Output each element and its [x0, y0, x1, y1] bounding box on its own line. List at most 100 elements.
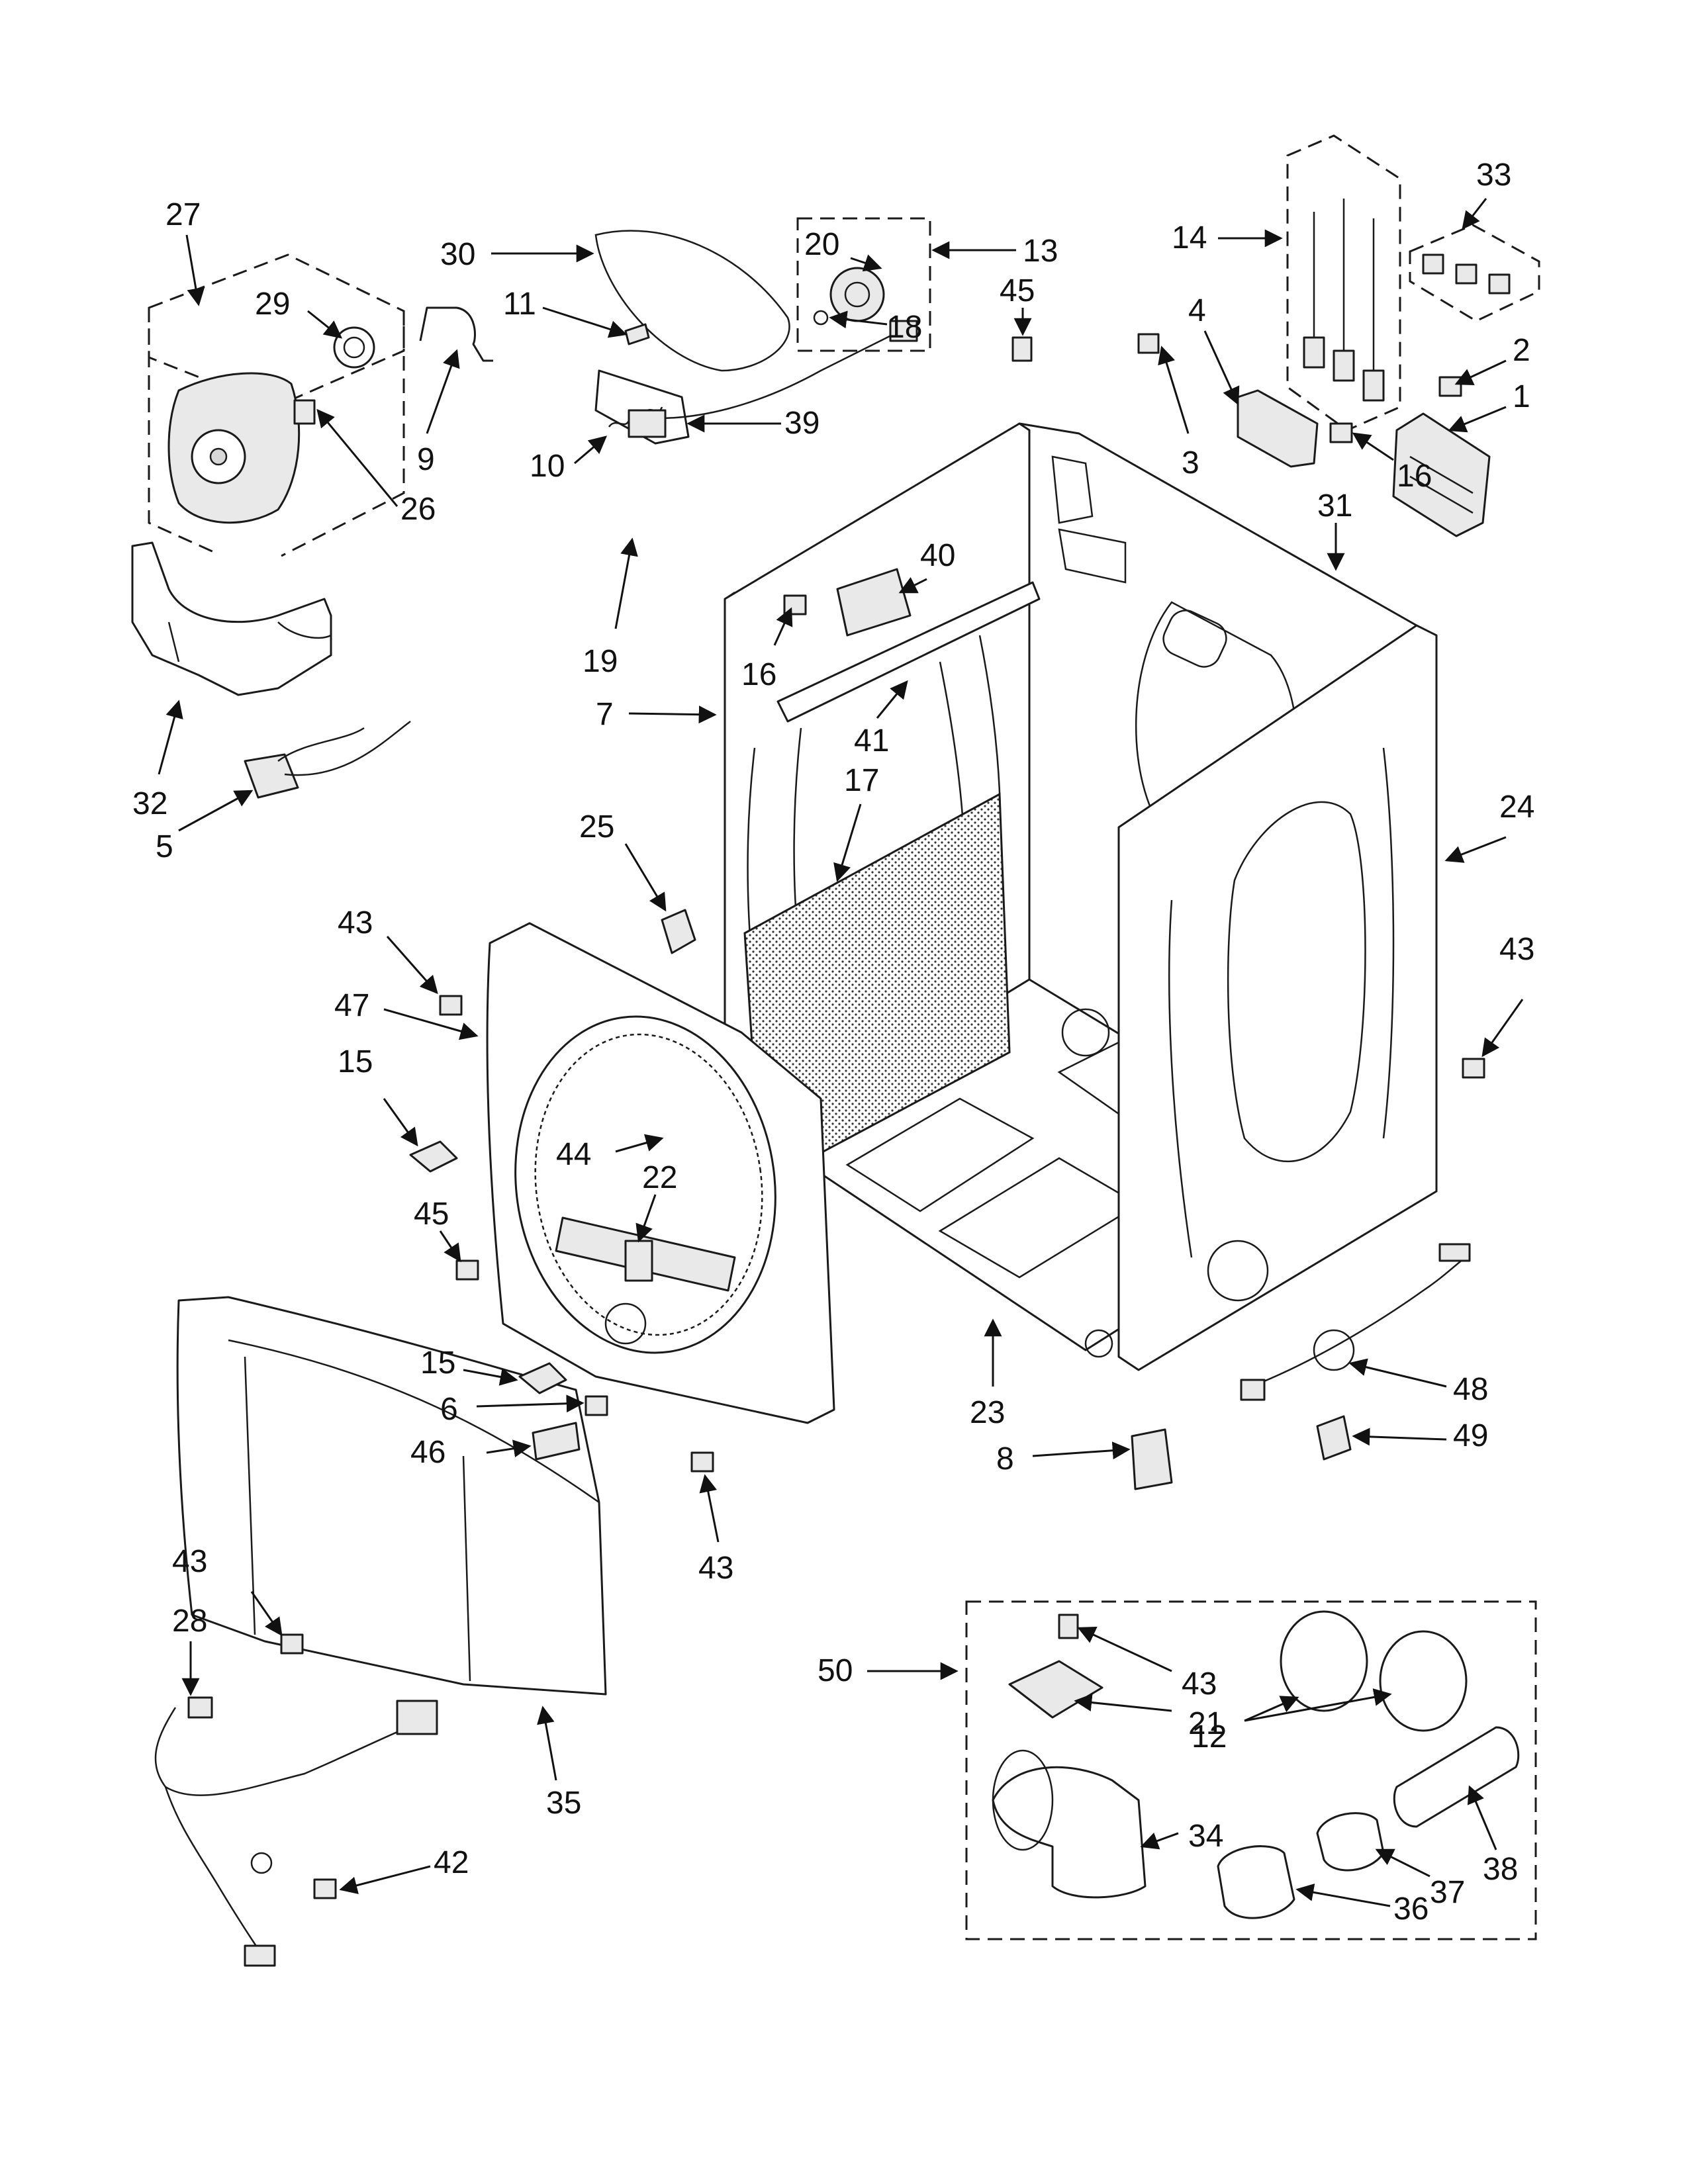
screw-6 — [585, 1395, 608, 1416]
callout-5: 5 — [156, 829, 173, 864]
callout-21: 21 — [1188, 1706, 1223, 1741]
motor-bearing-29 — [333, 326, 375, 369]
callout-41: 41 — [854, 723, 889, 758]
clip-49 — [1316, 1415, 1352, 1461]
callout-12: 12 — [1192, 1719, 1227, 1754]
leader-1 — [1448, 406, 1507, 433]
callout-18: 18 — [887, 310, 922, 345]
leader-9 — [426, 349, 460, 434]
vent-clamp-36 — [1217, 1845, 1295, 1919]
leader-34 — [1140, 1832, 1179, 1850]
cabinet-top-rail — [724, 422, 1030, 600]
console-dividers — [244, 1356, 471, 1682]
callout-36: 36 — [1393, 1891, 1429, 1927]
clip-15-upper — [409, 1140, 458, 1173]
callout-40: 40 — [920, 538, 955, 573]
glide-3 — [1488, 273, 1511, 295]
leader-44 — [615, 1134, 664, 1153]
motor-mount-bracket — [131, 541, 332, 696]
leader-45b — [439, 1230, 461, 1263]
glide-2 — [1455, 263, 1477, 285]
callout-32: 32 — [132, 786, 167, 821]
console-group — [176, 1296, 607, 1696]
leader-46 — [486, 1439, 532, 1458]
back-panel-bracket — [1051, 455, 1127, 584]
leader-29 — [307, 310, 343, 339]
callout-45-left: 45 — [414, 1197, 449, 1232]
idler-screw-11 — [624, 323, 650, 345]
callout-30: 30 — [440, 237, 475, 272]
motor-switch-5 — [244, 753, 299, 799]
leader-37 — [1375, 1848, 1430, 1878]
leader-6 — [476, 1394, 585, 1413]
leader-43c — [699, 1474, 720, 1543]
leader-18 — [829, 310, 888, 329]
callout-10: 10 — [530, 449, 565, 484]
callout-26: 26 — [400, 492, 436, 527]
leader-19 — [614, 537, 638, 629]
leader-12b — [1244, 1688, 1392, 1722]
leader-40 — [898, 577, 927, 594]
callout-43-vent: 43 — [1182, 1666, 1217, 1702]
callout-48: 48 — [1453, 1372, 1488, 1407]
callout-43-front: 43 — [338, 905, 373, 940]
leader-15a — [383, 1098, 418, 1147]
power-cord-48 — [1250, 1253, 1470, 1388]
callout-14: 14 — [1172, 220, 1207, 255]
idler-pulley-kit-box — [796, 217, 931, 352]
right-panel-ribs — [1168, 747, 1395, 1258]
callout-45-top: 45 — [1000, 273, 1035, 308]
vent-screw-43 — [1058, 1614, 1079, 1639]
callout-35: 35 — [546, 1786, 581, 1821]
leader-5 — [178, 790, 254, 832]
motor-clamp-9 — [419, 306, 493, 362]
screw-43-right — [1462, 1058, 1485, 1079]
bracket-46 — [532, 1422, 581, 1461]
leader-17 — [833, 803, 862, 882]
leader-2 — [1454, 359, 1507, 385]
leader-20 — [850, 254, 882, 272]
vent-pipe-37 — [1316, 1812, 1385, 1872]
moisture-sensor-40 — [836, 568, 912, 637]
sensor-tag-3 — [1362, 369, 1385, 402]
leader-25 — [624, 843, 667, 912]
harness-connector-bottom — [244, 1944, 276, 1967]
callout-17: 17 — [844, 763, 879, 798]
base-pan-hole-2 — [1084, 1329, 1113, 1358]
leader-47 — [383, 1008, 479, 1040]
vent-elbow-mouth — [992, 1749, 1054, 1851]
screw-16-left — [783, 594, 807, 615]
leader-22 — [635, 1194, 657, 1243]
motor-bearing-inner — [343, 336, 365, 359]
callout-23: 23 — [970, 1395, 1005, 1430]
motor-kit-box-outline — [148, 308, 405, 557]
callout-16-left: 16 — [741, 657, 776, 692]
callout-25: 25 — [579, 809, 614, 844]
back-panel-slot — [1162, 610, 1227, 668]
callout-43-console: 43 — [172, 1544, 207, 1579]
leader-43e — [1077, 1626, 1172, 1672]
thermal-fuse-harness-19 — [635, 333, 894, 420]
harness-plug-19 — [889, 320, 918, 342]
leader-3 — [1158, 345, 1190, 434]
console-panel — [176, 1296, 607, 1696]
screw-42 — [313, 1878, 337, 1899]
screw-45-left — [455, 1259, 479, 1281]
sensor-bar-41 — [776, 581, 1041, 723]
callout-3: 3 — [1182, 445, 1199, 480]
base-pan-hole-1 — [1061, 1008, 1110, 1057]
drive-belt-30 — [594, 230, 790, 372]
left-panel-ribs — [747, 635, 1002, 1060]
harness-ground-ring — [250, 1852, 273, 1874]
leader-36 — [1295, 1883, 1391, 1907]
leader-lines — [158, 198, 1524, 1907]
callout-24: 24 — [1499, 790, 1534, 825]
leader-43a — [386, 936, 438, 995]
idler-pulley-hub — [844, 281, 870, 308]
door-seal-44 — [534, 1033, 763, 1336]
leader-38 — [1467, 1785, 1497, 1850]
power-cord-plug — [1240, 1379, 1266, 1401]
callout-49: 49 — [1453, 1418, 1488, 1453]
wire-harness-28 — [154, 1707, 424, 1960]
callout-2: 2 — [1513, 333, 1530, 368]
